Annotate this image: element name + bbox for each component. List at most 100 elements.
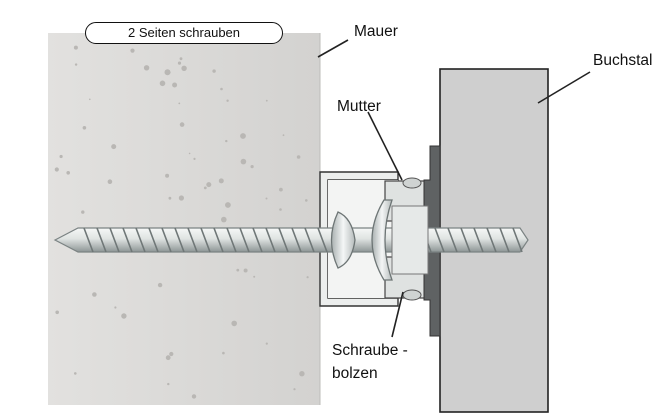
concrete-speckle [305, 199, 308, 202]
thread-ridge [83, 227, 94, 253]
concrete-speckle [282, 134, 285, 137]
concrete-speckle [226, 99, 229, 102]
concrete-speckle [265, 342, 268, 345]
concrete-speckle [243, 268, 248, 273]
concrete-speckle [221, 216, 227, 223]
thread-ridge [460, 227, 471, 253]
concrete-speckle [89, 98, 91, 101]
thread-ridge [304, 227, 315, 253]
thread-ridge [265, 227, 276, 253]
thread-ridge [278, 227, 289, 253]
concrete-speckle [191, 394, 197, 399]
concrete-speckle [54, 167, 59, 172]
concrete-speckle [157, 282, 163, 288]
concrete-speckle [296, 155, 301, 159]
thread-ridge [252, 227, 263, 253]
concrete-texture [54, 45, 309, 399]
concrete-speckle [59, 154, 63, 159]
concrete-speckle [212, 69, 216, 73]
concrete-speckle [169, 351, 174, 357]
wall-label: Mauer [354, 23, 398, 40]
concrete-speckle [111, 144, 117, 150]
top-note-badge: 2 Seiten schrauben [85, 22, 283, 44]
thread-ridge [200, 227, 211, 253]
concrete-speckle [167, 382, 170, 386]
concrete-speckle [299, 371, 305, 377]
concrete-speckle [293, 388, 296, 391]
concrete-speckle [218, 178, 224, 184]
concrete-speckle [143, 65, 150, 71]
concrete-speckle [206, 182, 212, 188]
bolt-label-line2: bolzen [332, 365, 378, 382]
concrete-speckle [220, 87, 223, 91]
concrete-speckle [121, 313, 127, 319]
concrete-speckle [55, 310, 59, 315]
concrete-speckle [203, 186, 207, 190]
concrete-speckle [231, 320, 237, 327]
wall [48, 33, 321, 405]
concrete-speckle [179, 122, 185, 127]
concrete-speckle [306, 276, 309, 279]
concrete-speckle [66, 171, 70, 175]
concrete-speckle [172, 82, 178, 88]
concrete-speckle [181, 65, 187, 72]
concrete-speckle [81, 210, 85, 214]
concrete-speckle [265, 197, 268, 200]
concrete-speckle [107, 179, 113, 184]
thread-ridge [122, 227, 133, 253]
thread-ridge [239, 227, 250, 253]
bolt-heads [330, 199, 429, 281]
concrete-speckle [265, 99, 268, 102]
concrete-speckle [279, 187, 283, 192]
concrete-speckle [177, 61, 182, 65]
concrete-speckle [82, 126, 87, 130]
concrete-speckle [178, 195, 184, 201]
concrete-speckle [73, 45, 78, 50]
thread-ridge [447, 227, 458, 253]
concrete-speckle [179, 57, 183, 61]
concrete-speckle [92, 292, 97, 297]
concrete-speckle [178, 102, 181, 105]
top-note-text: 2 Seiten schrauben [127, 25, 241, 40]
thread-ridge [96, 227, 107, 253]
threaded-screw [53, 227, 529, 253]
concrete-speckle [250, 165, 254, 169]
thread-ridge [148, 227, 159, 253]
thread-ridge [473, 227, 484, 253]
thread-ridge [174, 227, 185, 253]
concrete-speckle [253, 275, 256, 278]
leader-lines [317, 39, 591, 338]
concrete-speckle [74, 372, 77, 375]
concrete-speckle [165, 173, 170, 178]
concrete-speckle [165, 355, 171, 361]
thread-ridge [213, 227, 224, 253]
thread-ridge [226, 227, 237, 253]
concrete-speckle [114, 306, 117, 309]
thread-ridge [317, 227, 328, 253]
thread-ridge [109, 227, 120, 253]
concrete-speckle [168, 196, 172, 200]
concrete-speckle [74, 63, 78, 66]
concrete-speckle [236, 268, 240, 272]
concrete-speckle [159, 80, 166, 87]
concrete-speckle [188, 152, 191, 155]
thread-ridge [486, 227, 497, 253]
bolt-label-line1: Schraube - [332, 342, 408, 359]
thread-ridge [161, 227, 172, 253]
thread-ridge [187, 227, 198, 253]
thread-ridge [512, 227, 523, 253]
thread-ridge [434, 227, 445, 253]
concrete-speckle [222, 351, 225, 355]
concrete-speckle [164, 69, 171, 76]
thread-ridge [291, 227, 302, 253]
shelf-label: Buchstal [593, 52, 653, 69]
concrete-speckle [279, 208, 282, 211]
concrete-speckle [130, 48, 135, 53]
concrete-speckle [240, 158, 247, 165]
concrete-speckle [240, 133, 246, 139]
concrete-speckle [225, 202, 231, 208]
thread-ridge [135, 227, 146, 253]
thread-ridge [499, 227, 510, 253]
concrete-speckle [193, 157, 196, 160]
